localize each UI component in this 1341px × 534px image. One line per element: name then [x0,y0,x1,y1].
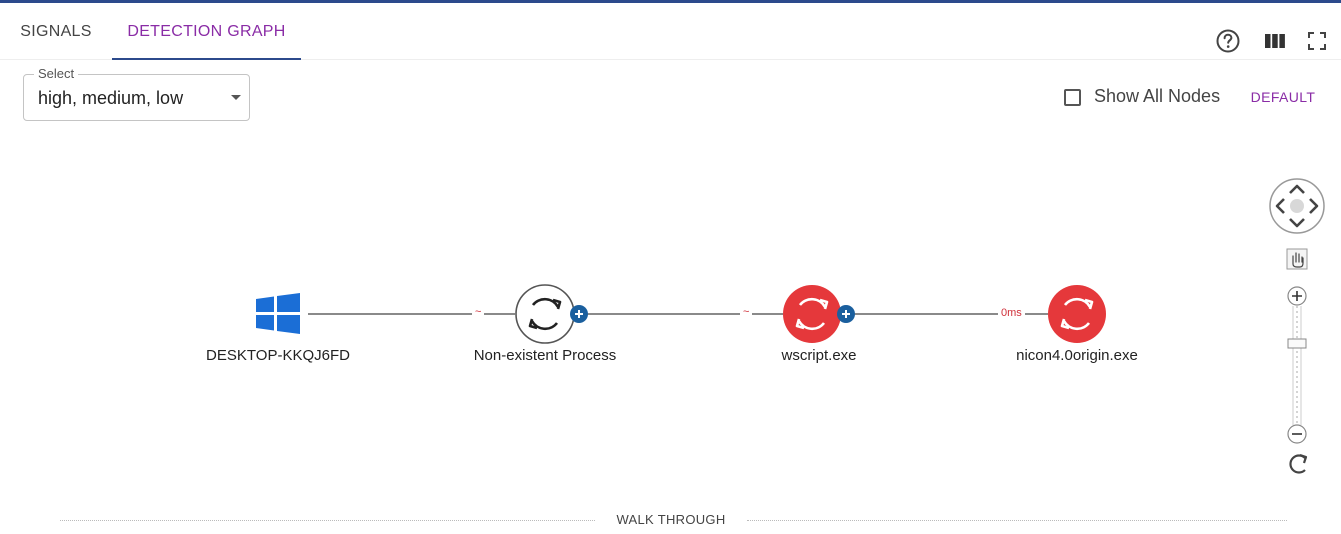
edge-label: ~ [472,306,485,318]
expand-plus-icon[interactable] [570,305,588,323]
tab-detection-graph[interactable]: DETECTION GRAPH [127,23,286,40]
walkthrough-label[interactable]: WALK THROUGH [616,512,726,527]
tab-signals[interactable]: SIGNALS [20,23,92,40]
fullscreen-icon[interactable] [1304,28,1330,54]
pan-control-icon[interactable] [1269,178,1325,234]
select-value: high, medium, low [38,88,184,108]
node-label[interactable]: Non-existent Process [473,347,617,364]
select-legend: Select [34,66,79,81]
active-tab-indicator [112,58,301,60]
tab-bar: SIGNALS DETECTION GRAPH [0,3,1341,60]
columns-icon[interactable] [1262,28,1288,54]
hand-tool-icon[interactable] [1286,248,1308,270]
windows-logo-icon[interactable] [256,293,300,334]
help-icon[interactable] [1215,28,1241,54]
default-button[interactable]: DEFAULT [1250,89,1316,105]
zoom-out-icon[interactable] [1287,424,1307,444]
severity-select[interactable]: Select high, medium, low [23,66,250,121]
walkthrough-divider [60,520,595,521]
show-all-nodes-checkbox[interactable] [1064,89,1081,106]
walkthrough-divider [747,520,1287,521]
process-node-icon[interactable] [515,284,575,344]
edge-label: 0ms [998,307,1025,319]
node-label[interactable]: wscript.exe [781,347,857,364]
edge-label: ~ [740,306,753,318]
node-label[interactable]: nicon4.0origin.exe [1016,347,1138,364]
alert-process-node-icon[interactable] [1048,285,1106,343]
dropdown-arrow-icon [231,95,241,100]
node-label[interactable]: DESKTOP-KKQJ6FD [206,347,350,364]
expand-plus-icon[interactable] [837,305,855,323]
reset-view-icon[interactable] [1289,453,1308,474]
top-border [0,0,1341,3]
show-all-nodes-label: Show All Nodes [1094,86,1221,106]
alert-process-node-icon[interactable] [783,285,841,343]
zoom-slider-handle[interactable] [1287,338,1307,349]
zoom-in-icon[interactable] [1287,286,1307,306]
